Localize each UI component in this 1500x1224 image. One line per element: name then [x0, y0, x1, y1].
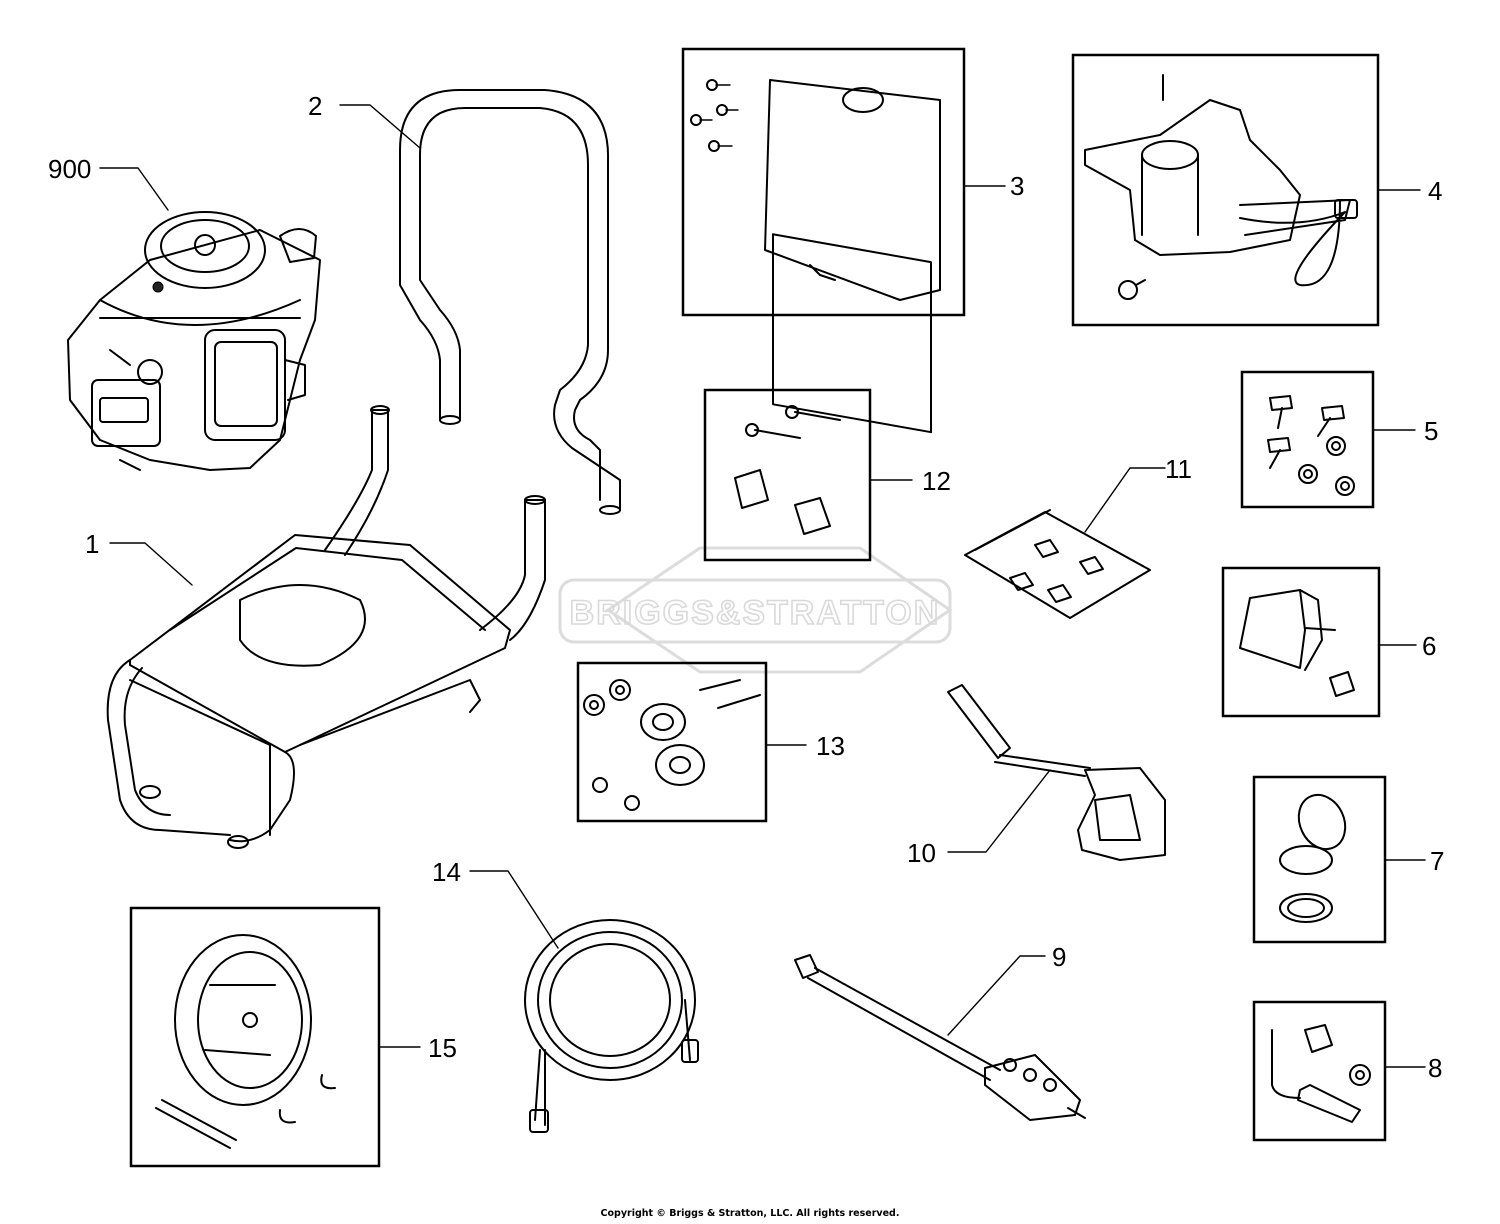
callout-14: 14	[432, 857, 461, 887]
part-wheel[interactable]	[155, 934, 336, 1149]
callout-labels: 900 1 2 3 4 5 6 7 8 9 10 11 12 13 14 15	[48, 91, 1444, 1083]
part-frame[interactable]	[106, 405, 546, 849]
callout-1: 1	[85, 529, 99, 559]
part-box-12[interactable]	[703, 388, 872, 562]
part-knob-kit[interactable]	[734, 405, 841, 535]
part-hub-kit[interactable]	[583, 679, 761, 811]
part-box-4[interactable]	[1071, 53, 1380, 327]
part-hose-hook[interactable]	[1239, 589, 1355, 697]
callout-6: 6	[1422, 631, 1436, 661]
part-nozzle-bag[interactable]	[964, 509, 1151, 619]
callout-4: 4	[1428, 176, 1442, 206]
callout-2: 2	[308, 91, 322, 121]
part-handle[interactable]	[399, 89, 621, 515]
part-axle-bolt[interactable]	[1271, 1024, 1371, 1123]
callout-12: 12	[922, 466, 951, 496]
part-control-panel[interactable]	[690, 79, 941, 434]
callout-5: 5	[1424, 416, 1438, 446]
part-high-pressure-hose[interactable]	[524, 919, 699, 1133]
callout-13: 13	[816, 731, 845, 761]
callout-15: 15	[428, 1033, 457, 1063]
watermark-text: BRIGGS&STRATTON	[570, 594, 941, 632]
part-box-7[interactable]	[1252, 775, 1387, 944]
callout-8: 8	[1428, 1053, 1442, 1083]
part-box-3[interactable]	[681, 47, 966, 317]
part-box-8[interactable]	[1252, 1000, 1387, 1142]
part-box-15[interactable]	[129, 906, 381, 1168]
part-fuel-cap[interactable]	[1279, 787, 1354, 923]
part-spray-wand[interactable]	[794, 954, 1086, 1121]
callout-11: 11	[1165, 454, 1192, 484]
brand-watermark: BRIGGS&STRATTON	[558, 546, 953, 674]
copyright-notice: Copyright © Briggs & Stratton, LLC. All …	[600, 1208, 900, 1219]
callout-10: 10	[907, 838, 936, 868]
callout-900: 900	[48, 154, 91, 184]
callout-3: 3	[1010, 171, 1024, 201]
part-engine[interactable]	[67, 211, 321, 471]
part-box-13[interactable]	[576, 661, 768, 823]
part-box-6[interactable]	[1221, 566, 1381, 718]
part-bolt-kit[interactable]	[1267, 395, 1355, 496]
part-box-5[interactable]	[1240, 370, 1375, 509]
callout-7: 7	[1430, 846, 1444, 876]
part-spray-gun[interactable]	[947, 684, 1166, 861]
part-pump[interactable]	[1084, 74, 1358, 300]
callout-9: 9	[1052, 942, 1066, 972]
leader-lines	[99, 104, 1426, 1068]
